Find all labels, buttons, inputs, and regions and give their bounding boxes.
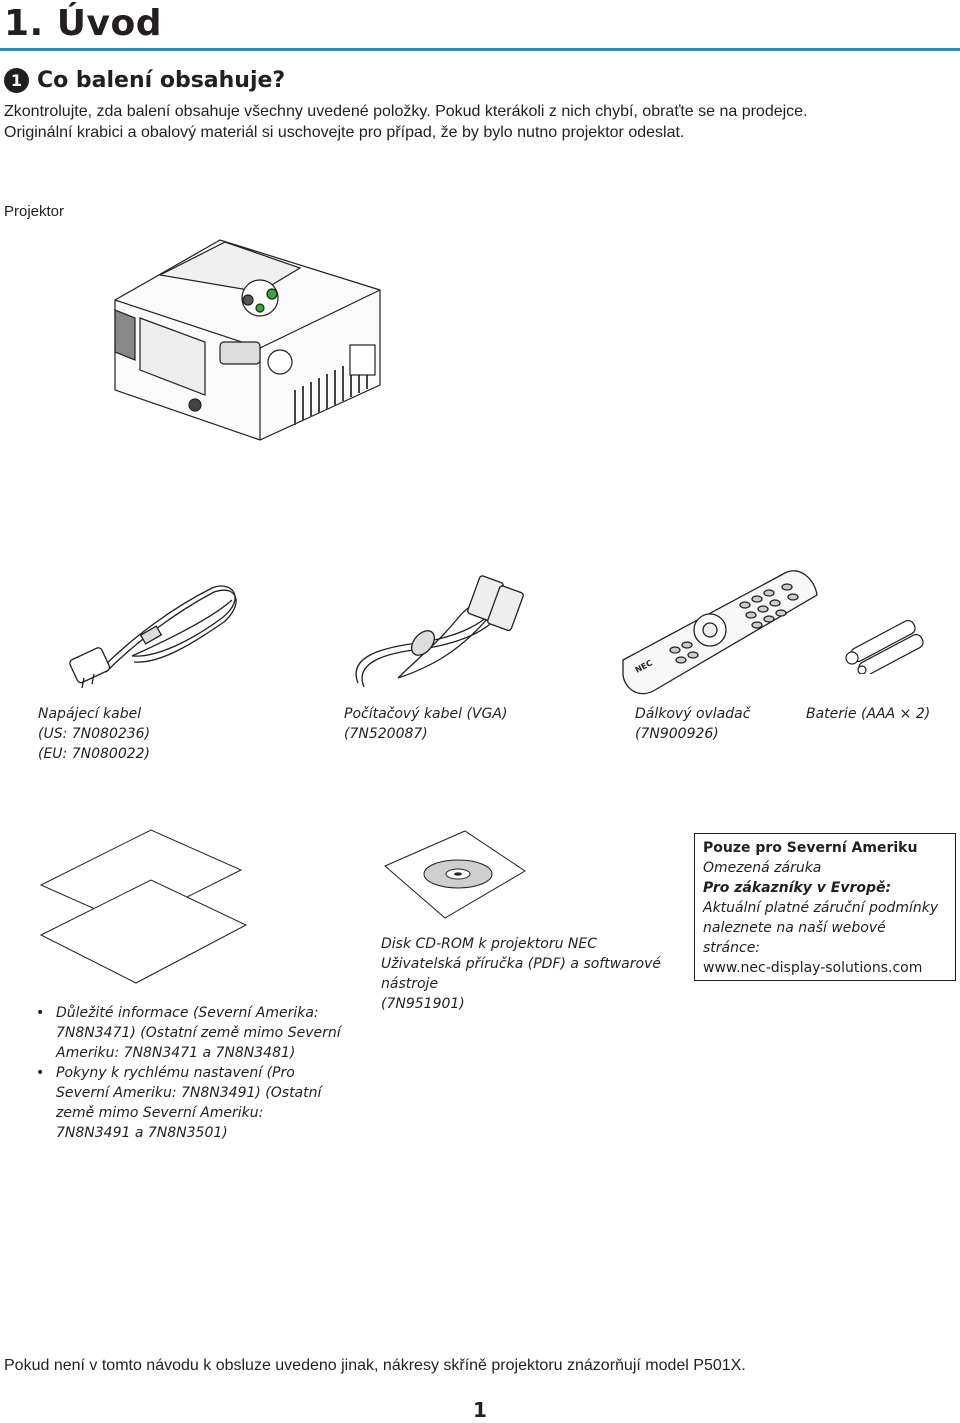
- cdrom-line-2: Uživatelská příručka (PDF) a softwarové: [381, 956, 661, 972]
- vga-cable-illustration: [355, 575, 524, 688]
- power-cable-us-code: (US: 7N080236): [38, 726, 151, 742]
- remote-code: (7N900926): [635, 726, 719, 742]
- cdrom-illustration: [384, 830, 526, 919]
- footer-note: Pokud není v tomto návodu k obsluze uved…: [4, 1357, 746, 1374]
- remote-name: Dálkový ovladač: [635, 706, 751, 722]
- power-cable-eu-code: (EU: 7N080022): [38, 746, 151, 762]
- power-cable-name: Napájecí kabel: [38, 706, 142, 722]
- document-item-important-info: Důležité informace (Severní Amerika: 7N8…: [36, 1003, 341, 1063]
- power-cable-illustration: [69, 585, 237, 689]
- section-number-badge: 1: [4, 67, 29, 93]
- vga-cable-name: Počítačový kabel (VGA): [344, 706, 508, 722]
- page-number: 1: [473, 1398, 487, 1422]
- section-title: Co balení obsahuje?: [37, 67, 286, 93]
- cdrom-caption: Disk CD-ROM k projektoru NEC Uživatelská…: [381, 934, 671, 1014]
- warranty-heading-north-america: Pouze pro Severní Ameriku: [703, 840, 918, 856]
- cdrom-line-1: Disk CD-ROM k projektoru NEC: [381, 936, 598, 952]
- batteries-illustration: [845, 619, 924, 674]
- chapter-title: 1. Úvod: [4, 3, 162, 44]
- cdrom-line-3: nástroje: [381, 976, 439, 992]
- vga-cable-caption: Počítačový kabel (VGA) (7N520087): [344, 704, 507, 744]
- power-cable-caption: Napájecí kabel (US: 7N080236) (EU: 7N080…: [38, 704, 150, 764]
- section-heading: 1 Co balení obsahuje?: [4, 66, 285, 94]
- cdrom-code: (7N951901): [381, 996, 465, 1012]
- warranty-limited: Omezená záruka: [703, 860, 822, 876]
- warranty-url: www.nec-display-solutions.com: [703, 960, 923, 976]
- header-rule: [0, 48, 960, 51]
- warranty-box: Pouze pro Severní Ameriku Omezená záruka…: [694, 833, 956, 981]
- warranty-heading-europe: Pro zákazníky v Evropě:: [703, 880, 892, 896]
- projector-illustration: [114, 239, 381, 441]
- warranty-line-2: Aktuální platné záruční podmínky: [703, 900, 939, 916]
- batteries-caption: Baterie (AAA × 2): [806, 706, 931, 722]
- documents-caption: Důležité informace (Severní Amerika: 7N8…: [36, 1003, 341, 1143]
- vga-cable-code: (7N520087): [344, 726, 428, 742]
- intro-paragraph: Zkontrolujte, zda balení obsahuje všechn…: [4, 101, 954, 143]
- remote-illustration: NEC: [622, 570, 818, 695]
- projector-label: Projektor: [4, 203, 65, 220]
- document-item-quick-setup: Pokyny k rychlému nastavení (Pro Severní…: [36, 1063, 341, 1143]
- documents-illustration: [39, 829, 248, 984]
- remote-caption: Dálkový ovladač (7N900926): [635, 704, 750, 744]
- intro-line-2: Originální krabici a obalový materiál si…: [4, 124, 685, 141]
- intro-line-1: Zkontrolujte, zda balení obsahuje všechn…: [4, 103, 808, 120]
- warranty-line-3: naleznete na naší webové stránce:: [703, 920, 886, 956]
